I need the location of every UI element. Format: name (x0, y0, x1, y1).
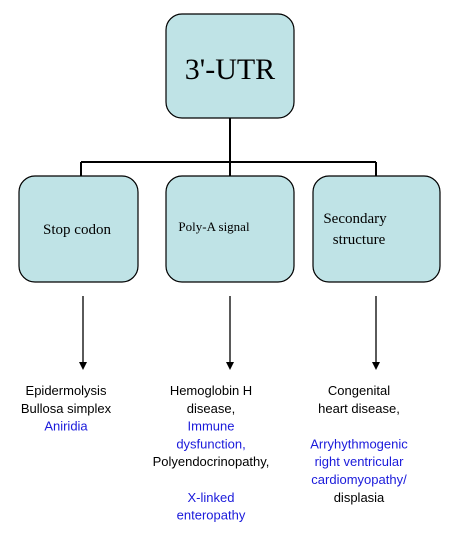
outcome-list-secondary-structure: Congenital heart disease, Arryhythmogenic r… (310, 383, 408, 505)
outcome-line-stop-codon: Bullosa simplex (21, 401, 112, 416)
root-node: 3'-UTR (165, 13, 295, 119)
outcome-line-poly-a-signal: Immune (188, 419, 235, 434)
outcome-line-stop-codon: Epidermolysis (26, 383, 107, 398)
branch-box-secondary-structure (312, 175, 441, 283)
outcome-line-poly-a-signal: disease, (187, 401, 235, 416)
outcome-line-poly-a-signal: Polyendocrinopathy, (153, 454, 270, 469)
branch-label-secondary-structure-line-2: structure (333, 232, 386, 248)
outcome-line-secondary-structure: right ventricular (315, 454, 405, 469)
outcome-list-poly-a-signal: Hemoglobin H disease, Immune dysfunction, Po… (153, 383, 270, 523)
outcome-line-poly-a-signal: dysfunction, (176, 436, 245, 451)
branch-node-stop-codon: Stop codon (18, 175, 139, 283)
outcome-line-poly-a-signal: enteropathy (177, 508, 246, 523)
outcome-line-secondary-structure: displasia (334, 490, 385, 505)
branch-node-secondary-structure: Secondary structure (312, 175, 441, 283)
branch-label-secondary-structure-line-1: Secondary (323, 211, 387, 227)
outcome-line-secondary-structure: cardiomyopathy/ (311, 472, 407, 487)
arrows (79, 296, 380, 370)
root-label: 3'-UTR (185, 53, 275, 86)
branch-label-stop-codon: Stop codon (43, 222, 111, 238)
outcome-line-secondary-structure: Congenital (328, 383, 390, 398)
outcome-line-poly-a-signal: Hemoglobin H (170, 383, 252, 398)
branch-label-poly-a-signal: Poly-A signal (178, 219, 250, 234)
connectors (80, 118, 377, 176)
branch-node-poly-a-signal: Poly-A signal (165, 175, 295, 283)
outcome-line-stop-codon: Aniridia (44, 419, 88, 434)
outcome-line-secondary-structure: heart disease, (318, 401, 400, 416)
outcome-line-poly-a-signal: X-linked (188, 490, 235, 505)
branch-box-stop-codon (18, 175, 139, 283)
branch-box-poly-a-signal (165, 175, 295, 283)
outcome-line-secondary-structure: Arryhythmogenic (310, 436, 408, 451)
